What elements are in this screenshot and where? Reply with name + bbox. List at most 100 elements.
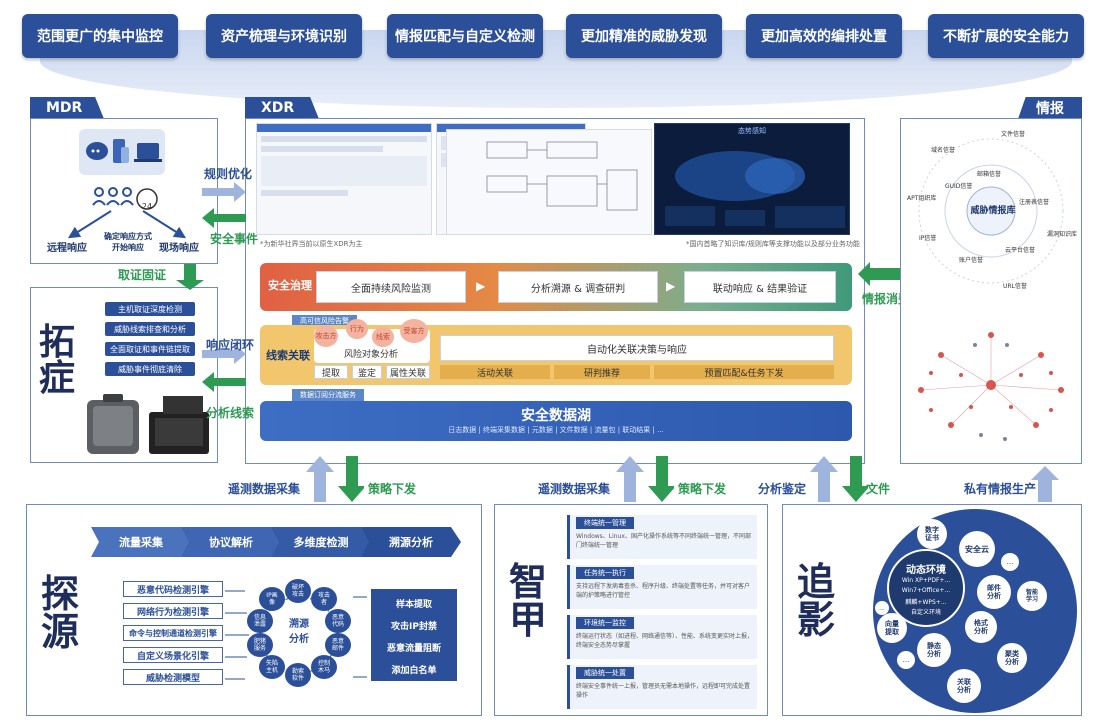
clue-auto-sub-3: 预置匹配&任务下发 (654, 365, 834, 379)
intel-tag: 情报 (1018, 97, 1082, 119)
xdr-tag: XDR (245, 97, 319, 119)
zhuiying-vertical-arrows (810, 456, 868, 502)
resp-close-label: 响应闭环 (206, 338, 255, 352)
zhuiying-line-1: Win XP+PDF+... (901, 577, 951, 584)
xdr-panel: 态势感知 *为新华社界当前以原生XDR为主 *国内首略了知识库/规则库等支撑功能… (245, 118, 865, 464)
clue-sub-2: 鉴定 (352, 365, 382, 379)
banner-item-4: 更加精准的威胁发现 (566, 14, 722, 58)
mdr-arrows (67, 210, 187, 239)
xdr-note-right: *国内首略了知识库/规则库等支撑功能以及部分业务功能 (686, 240, 860, 248)
tele1-label: 遥测数据采集 (228, 482, 301, 496)
ring-node-10: IP画 像 (259, 587, 285, 611)
tele2-label: 遥测数据采集 (538, 482, 611, 496)
zhijia-card-3-title: 环境统一监控 (576, 617, 634, 629)
intel-graph (918, 332, 1064, 441)
clue-band: 线索关联 攻击方 行为 线索 受害方 风险对象分析 提取 鉴定 属性关联 自动化… (260, 319, 852, 385)
zhijia-vertical-arrows (616, 456, 674, 502)
zhijia-card-2-title: 任务统一执行 (576, 567, 634, 579)
governance-step-1: 全面持续风险监测 (316, 271, 466, 303)
tance-engine-3: 命令与控制通道检测引擎 (123, 625, 223, 641)
ring-node-4: 恶意 邮件 (325, 633, 351, 657)
clue-sub-1: 提取 (314, 365, 348, 379)
intel-item-6: APT组织库 (907, 195, 937, 202)
tuozhen-item-2: 威胁线索排查和分析 (105, 322, 195, 336)
tuozhen-panel: 拓 症 主机取证深度检测 威胁线索排查和分析 全面取证和事件链提取 威胁事件彻底… (30, 287, 218, 463)
intel-consume-label: 情报消费 (862, 292, 911, 306)
ring-node-7: 失陷 主机 (259, 655, 285, 679)
banner-item-1: 范围更广的集中监控 (22, 14, 178, 58)
tance-engine-5: 威胁检测模型 (123, 669, 223, 685)
intel-center: 威胁情报库 (970, 206, 1016, 216)
private-intel-arrow (1031, 466, 1059, 502)
xdr-dashboard: 态势感知 (654, 123, 850, 235)
zhuiying-title: 追 影 (797, 559, 836, 642)
ring-node-1: 破坏 攻击 (285, 579, 311, 603)
lake-subtitle: 日志数据 | 终端采集数据 | 元数据 | 文件数据 | 流量包 | 联动结果 … (448, 426, 664, 434)
zhuiying-node-11: ... (897, 651, 915, 669)
private-intel-label: 私有情报生产 (964, 482, 1037, 496)
zhijia-card-3: 环境统一监控 终端运行状态（如进程、网络通信等）、性能、系统变更实时上报，终端安… (567, 615, 757, 659)
banner-item-3: 情报匹配与自定义检测 (387, 14, 543, 58)
analysis-label: 分析鉴定 (758, 482, 807, 496)
banner-item-5: 更加高效的编排处置 (746, 14, 902, 58)
left-exchange-arrows (202, 182, 246, 392)
lake-tag: 数据订阅分流服务 (292, 389, 364, 401)
policy1-label: 策略下发 (368, 482, 417, 496)
zhuiying-center-title: 动态环境 (906, 565, 946, 576)
zhijia-panel: 智 甲 终端统一管理 Windows、Linux、国产化操作系统等不同终端统一管… (494, 504, 768, 716)
team-clock-icon: 24 (92, 187, 158, 211)
tance-vertical-arrows (306, 456, 364, 502)
ring-node-8: 肥猪 服务 (247, 633, 273, 657)
tance-center: 溯源 分析 (289, 619, 309, 645)
lake-title: 安全数据湖 (521, 408, 591, 424)
bubble-clue: 线索 (372, 327, 394, 347)
intel-item-1: 文件信誉 (1001, 131, 1026, 138)
tance-action-3: 恶意流量阻断 (386, 644, 441, 654)
tuozhen-item-3: 全面取证和事件链提取 (105, 342, 195, 356)
tuozhen-item-1: 主机取证深度检测 (105, 302, 195, 316)
zhuiying-line-4: 自定义环境 (910, 609, 941, 616)
tance-panel: 探 源 流量采集 协议解析 多维度检测 溯源分析 恶意代码检测引擎 网络行为检测… (26, 504, 482, 716)
tance-flow-4: 溯源分析 (361, 527, 461, 557)
zhijia-card-2-text: 支持远程下发病毒查杀、程序升级、终端处置等任务，并可对客户端的护策略进行管控 (576, 583, 751, 599)
chevron-right-icon: ▶ (666, 279, 676, 293)
tuozhen-title: 拓 症 (39, 321, 76, 399)
tance-action-2: 攻击IP封禁 (391, 622, 437, 632)
bubble-attacker: 攻击方 (314, 325, 338, 347)
zhuiying-node-7: 聚类 分析 (997, 643, 1027, 673)
rule-opt-label: 规则优化 (204, 167, 253, 181)
clue-object-box: 攻击方 行为 线索 受害方 风险对象分析 (314, 319, 430, 363)
clue-sub-3: 属性关联 (386, 365, 430, 379)
forensic-arrow (176, 264, 204, 290)
zhuiying-node-12: ... (875, 601, 889, 615)
intel-item-4: GUID信誉 (945, 183, 973, 190)
zhijia-card-4-title: 威胁统一处置 (576, 667, 634, 679)
zhijia-card-1: 终端统一管理 Windows、Linux、国产化操作系统等不同终端统一管理，不同… (567, 515, 757, 559)
intel-ring (918, 138, 1064, 284)
governance-band: 安全治理 全面持续风险监测 ▶ 分析溯源 & 调查研判 ▶ 联动响应 & 结果验… (260, 263, 852, 311)
intel-panel: 威胁情报库 文件信誉 域名信誉 邮箱信誉 GUID信誉 注册表信誉 APT组织库… (900, 118, 1082, 464)
zhuiying-center: 动态环境 Win XP+PDF+... Win7+Office+... 麒麟+W… (887, 549, 965, 627)
tance-action-1: 样本提取 (395, 600, 432, 610)
ring-node-6: 勒索 软件 (285, 663, 311, 687)
intel-item-5: 注册表信誉 (1019, 199, 1050, 206)
policy2-label: 策略下发 (678, 482, 727, 496)
governance-label: 安全治理 (268, 279, 312, 292)
chevron-right-icon: ▶ (476, 279, 486, 293)
intel-item-11: URL信誉 (1003, 283, 1027, 290)
chat-monitor-icon (86, 139, 162, 163)
mdr-tag: MDR (30, 97, 104, 119)
clue-object: 风险对象分析 (344, 350, 399, 360)
tance-engine-4: 自定义场景化引擎 (123, 647, 223, 663)
intel-item-3: 邮箱信誉 (977, 171, 1002, 178)
tance-action-4: 添加白名单 (391, 666, 437, 676)
file-label: 文件 (866, 482, 891, 496)
intel-item-9: 账户信誉 (959, 257, 984, 264)
banner-item-2: 资产梳理与环境识别 (206, 14, 362, 58)
bubble-behavior: 行为 (346, 319, 368, 339)
clock-number: 24 (142, 202, 152, 211)
zhijia-card-1-text: Windows、Linux、国产化操作系统等不同终端统一管理，不同部门终端统一管… (576, 533, 751, 549)
zhuiying-line-3: 麒麟+WPS+... (905, 599, 947, 606)
zhijia-card-3-text: 终端运行状态（如进程、网络通信等）、性能、系统变更实时上报，终端安全态势尽掌握 (576, 633, 754, 649)
zhuiying-panel: 追 影 动态环境 Win XP+PDF+... Win7+Office+... … (782, 504, 1082, 716)
